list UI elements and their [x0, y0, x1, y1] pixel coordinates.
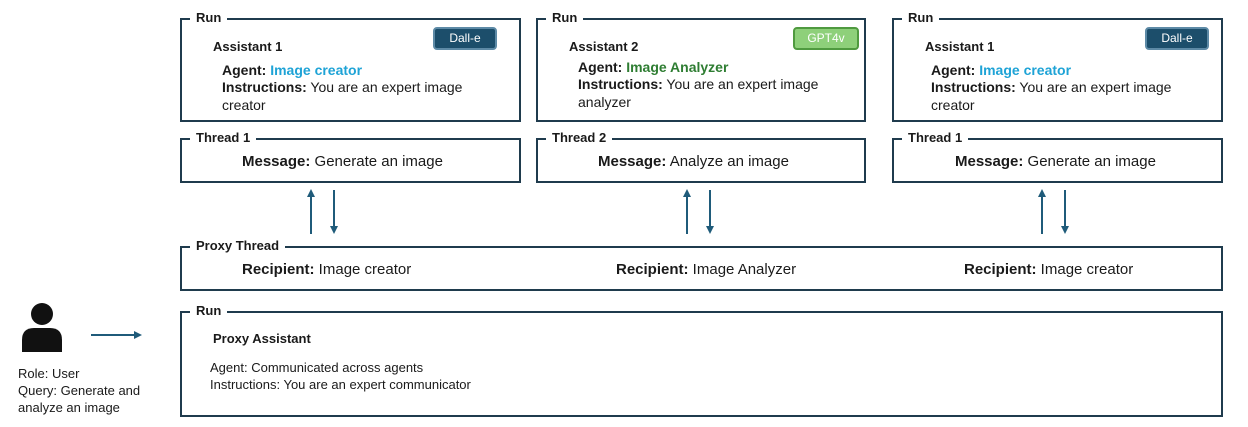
thread-box-title: Thread 1 — [902, 130, 969, 146]
user-role: Role: User — [18, 366, 80, 381]
thread-box-2: Thread 2 Message: Analyze an image — [536, 130, 866, 183]
run-box-3: Run Assistant 1 Dall-e Agent: Image crea… — [892, 10, 1223, 122]
run-box-title: Run — [190, 10, 228, 26]
thread-box-3: Thread 1 Message: Generate an image — [892, 130, 1223, 183]
user-query: Query: Generate and analyze an image — [18, 383, 141, 415]
proxy-thread-box: Proxy Thread Recipient: Image creator Re… — [180, 238, 1223, 291]
agent-label: Agent: — [222, 62, 267, 78]
model-badge-dalle: Dall-e — [1145, 27, 1209, 50]
agent-name-creator: Image creator — [979, 62, 1072, 78]
instructions-label: Instructions: — [222, 79, 307, 95]
agent-label: Agent: — [578, 59, 623, 75]
instructions-label: Instructions: — [931, 79, 1016, 95]
instructions-text: You are an expert image creator — [222, 79, 463, 113]
message-text: Analyze an image — [666, 153, 789, 170]
recipient-text: Image creator — [1036, 261, 1134, 278]
proxy-agent-line: Agent: Communicated across agents — [210, 360, 424, 375]
proxy-run-box: Run Proxy Assistant Agent: Communicated … — [180, 303, 1223, 417]
proxy-run-title: Run — [190, 303, 228, 319]
message-line: Message: Generate an image — [955, 153, 1156, 171]
message-text: Generate an image — [310, 153, 443, 170]
model-badge-dalle: Dall-e — [433, 27, 497, 50]
recipient-line: Recipient: Image creator — [242, 261, 411, 279]
recipient-line: Recipient: Image Analyzer — [616, 261, 796, 279]
recipient-label: Recipient: — [964, 261, 1037, 278]
user-avatar-icon — [20, 302, 64, 352]
recipient-text: Image creator — [314, 261, 412, 278]
agent-line: Agent: Image creator — [931, 61, 1071, 79]
thread-box-1: Thread 1 Message: Generate an image — [180, 130, 521, 183]
proxy-thread-title: Proxy Thread — [190, 238, 286, 254]
model-badge-gpt4v: GPT4v — [793, 27, 859, 50]
run-box-title: Run — [546, 10, 584, 26]
message-line: Message: Generate an image — [242, 153, 443, 171]
run-box-1: Run Assistant 1 Dall-e Agent: Image crea… — [180, 10, 521, 122]
assistant-name: Assistant 2 — [569, 39, 639, 54]
instructions-line: Instructions: You are an expert image cr… — [222, 78, 472, 114]
instructions-line: Instructions: You are an expert image an… — [578, 75, 828, 111]
proxy-instructions-line: Instructions: You are an expert communic… — [210, 377, 471, 392]
recipient-text: Image Analyzer — [688, 261, 797, 278]
run-box-title: Run — [902, 10, 940, 26]
recipient-line: Recipient: Image creator — [964, 261, 1133, 279]
recipient-label: Recipient: — [616, 261, 689, 278]
instructions-text: You are an expert image analyzer — [578, 76, 819, 110]
message-text: Generate an image — [1023, 153, 1156, 170]
instructions-line: Instructions: You are an expert image cr… — [931, 78, 1181, 114]
run-box-2: Run Assistant 2 GPT4v Agent: Image Analy… — [536, 10, 866, 122]
recipient-label: Recipient: — [242, 261, 315, 278]
message-label: Message: — [242, 153, 311, 170]
thread-box-title: Thread 2 — [546, 130, 613, 146]
assistant-name: Assistant 1 — [213, 39, 283, 54]
instructions-text: You are an expert image creator — [931, 79, 1172, 113]
agent-name-creator: Image creator — [270, 62, 363, 78]
assistant-name: Assistant 1 — [925, 39, 995, 54]
message-label: Message: — [955, 153, 1024, 170]
agent-label: Agent: — [931, 62, 976, 78]
thread-box-title: Thread 1 — [190, 130, 257, 146]
message-line: Message: Analyze an image — [598, 153, 789, 171]
instructions-label: Instructions: — [578, 76, 663, 92]
proxy-assistant-name: Proxy Assistant — [213, 331, 311, 346]
agent-name-analyzer: Image Analyzer — [626, 59, 729, 75]
message-label: Message: — [598, 153, 667, 170]
agent-line: Agent: Image Analyzer — [578, 58, 728, 76]
agent-line: Agent: Image creator — [222, 61, 362, 79]
